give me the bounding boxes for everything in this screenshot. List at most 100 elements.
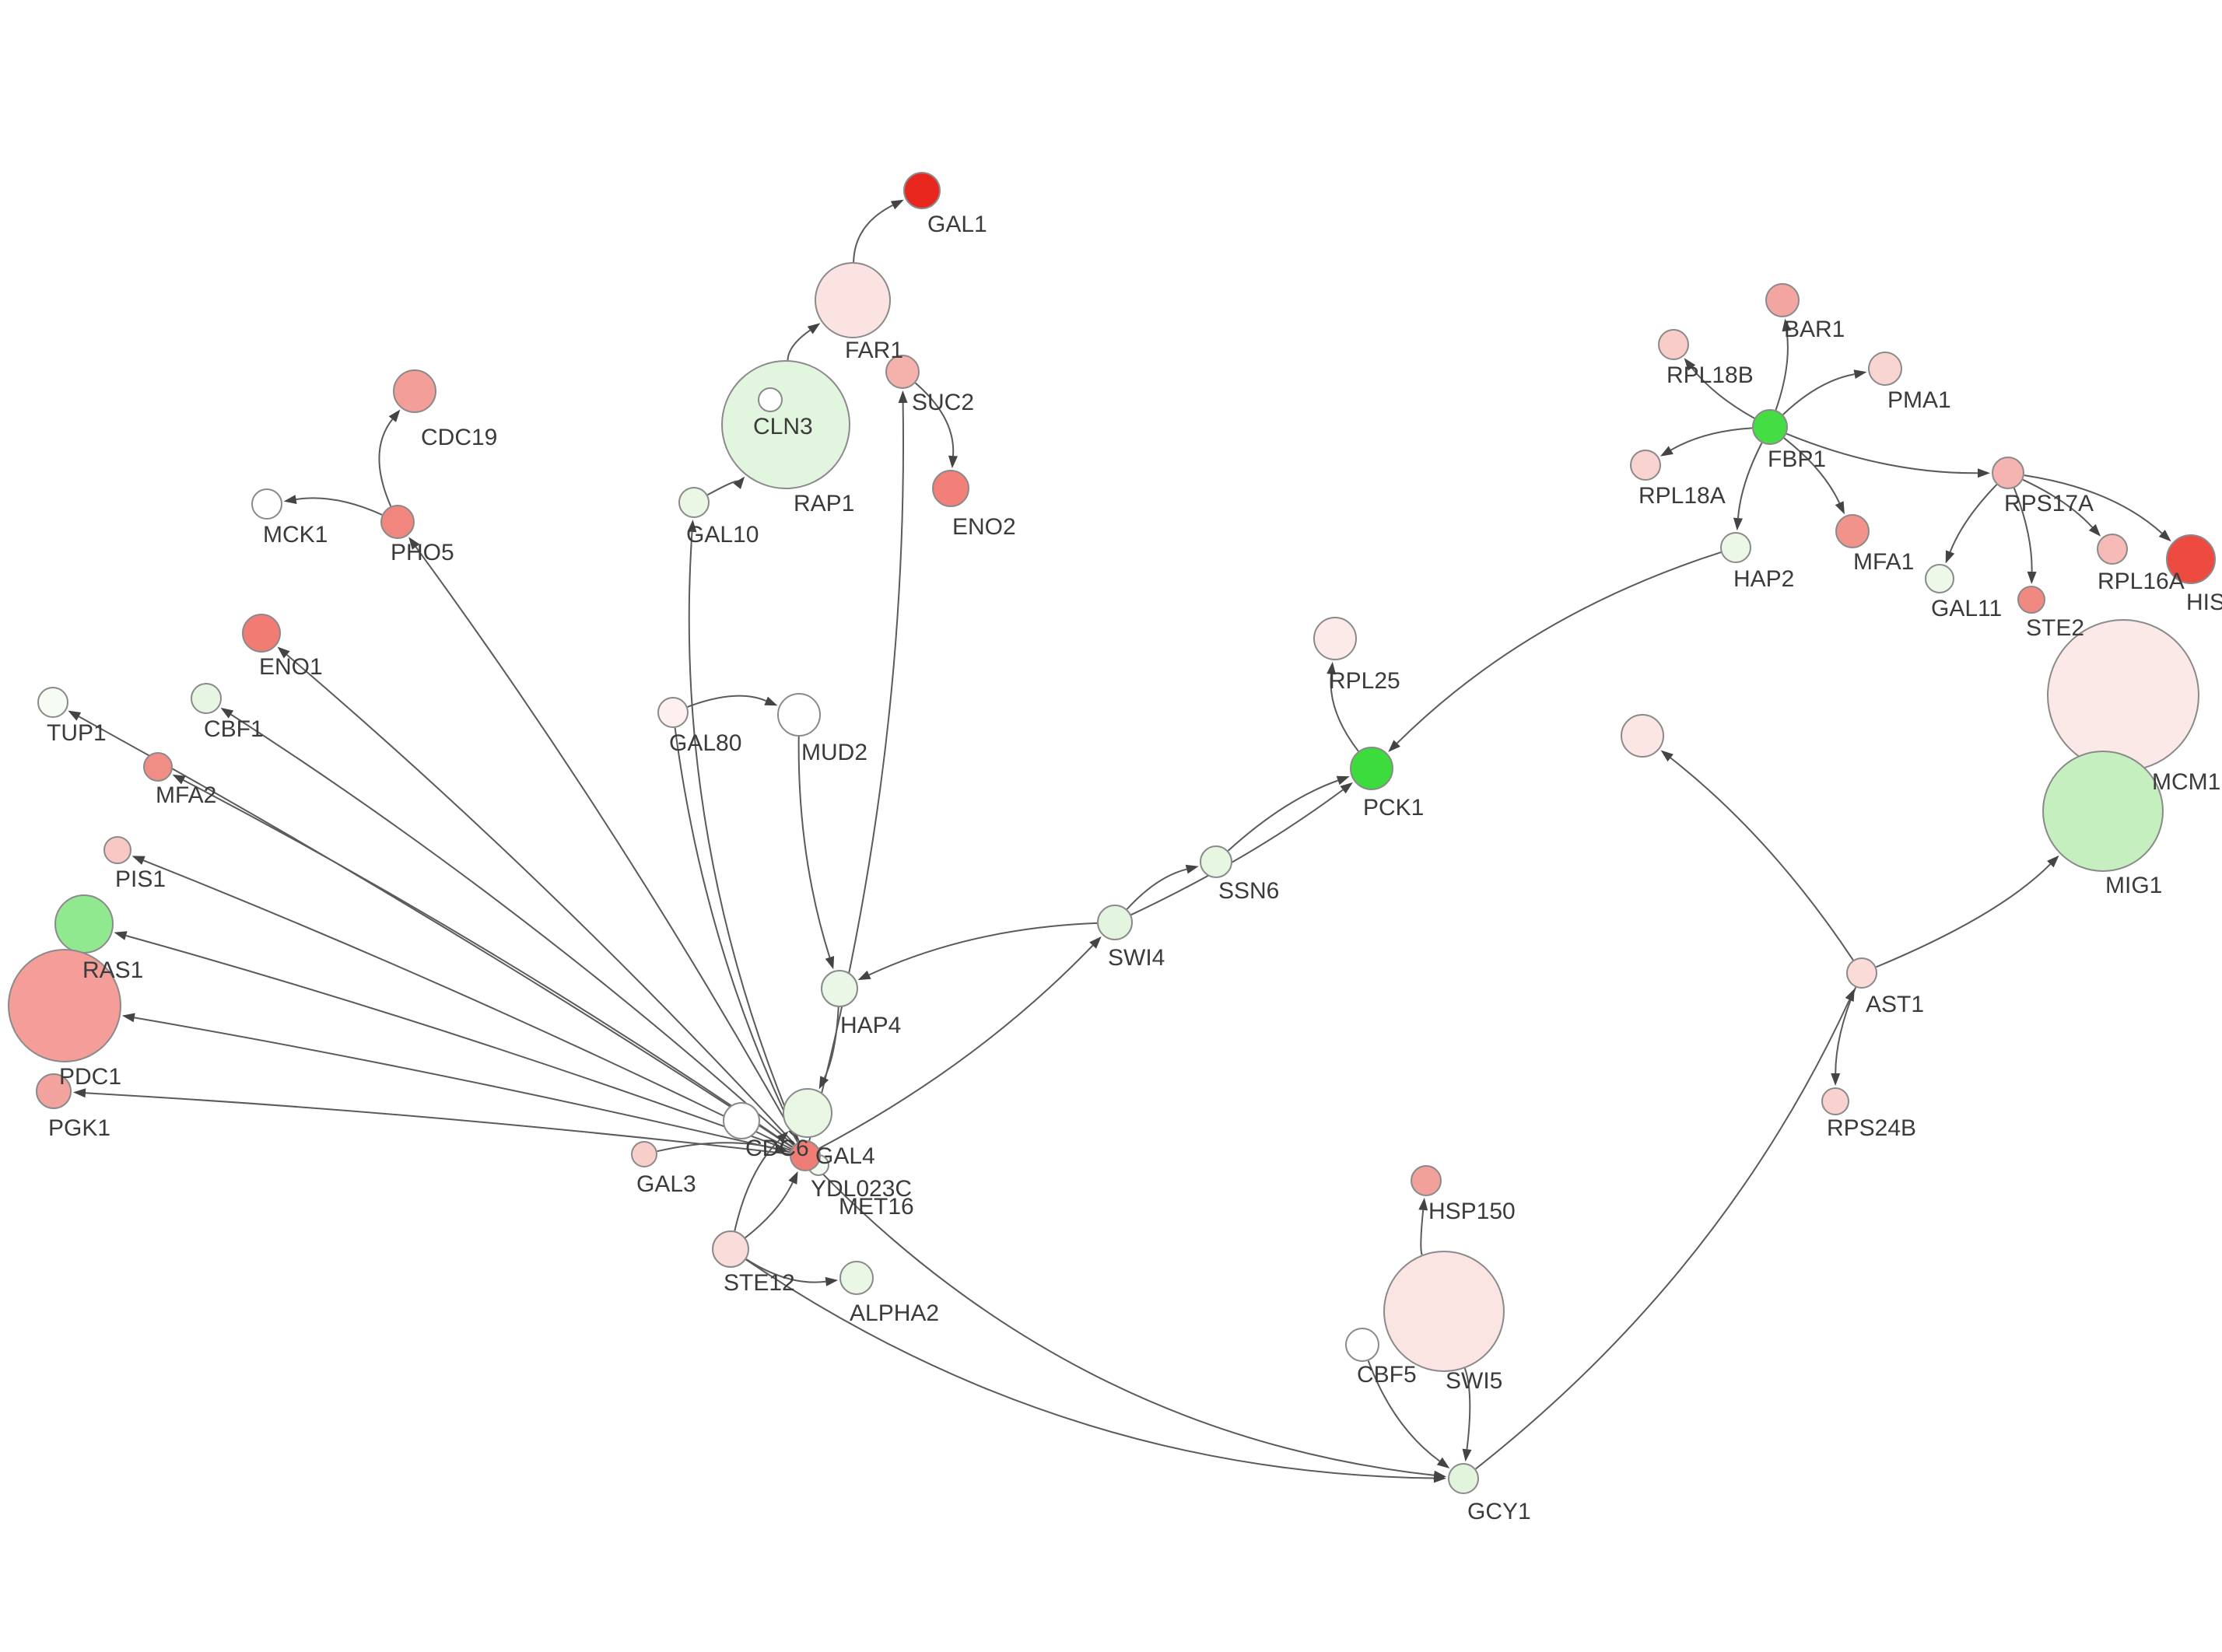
edge-SWI4-SSN6[interactable] (1126, 864, 1199, 910)
node-RPL25[interactable] (1313, 617, 1357, 660)
edge-line[interactable] (183, 779, 794, 1148)
node-PDC1[interactable] (8, 949, 121, 1062)
edge-line[interactable] (78, 716, 793, 1148)
edge-FBP1-MFA1[interactable] (1783, 437, 1845, 515)
edge-line[interactable] (734, 1139, 780, 1231)
edge-GAL4-PDC1[interactable] (121, 1013, 790, 1153)
edge-line[interactable] (914, 382, 955, 457)
edge-line[interactable] (1876, 863, 2052, 968)
edge-line[interactable] (1126, 868, 1187, 910)
edge-GAL4-ENO1[interactable] (277, 646, 796, 1145)
node-STE2[interactable] (2017, 586, 2045, 614)
edge-GAL4-PHO5[interactable] (408, 537, 799, 1143)
edge-line[interactable] (688, 531, 801, 1142)
edge-HAP2-PCK1[interactable] (1388, 551, 1722, 752)
edge-line[interactable] (1670, 757, 1854, 961)
edge-line[interactable] (1463, 1367, 1471, 1450)
edge-GAL80-GAL4[interactable] (674, 727, 798, 1141)
node-MCM1[interactable] (2047, 619, 2199, 772)
edge-line[interactable] (1227, 779, 1339, 852)
node-SSN6[interactable] (1200, 845, 1232, 878)
node-RPL18A[interactable] (1630, 450, 1661, 481)
edge-line[interactable] (1475, 999, 1851, 1470)
edge-line[interactable] (674, 727, 794, 1130)
edge-line[interactable] (378, 418, 394, 507)
node-GCY1[interactable] (1448, 1463, 1479, 1494)
node-MCK1[interactable] (251, 488, 282, 520)
node-PGK1[interactable] (36, 1073, 72, 1109)
node-FBP1[interactable] (1752, 409, 1788, 445)
edge-AST1-NODE1[interactable] (1660, 750, 1854, 961)
edge-AST1-RPS24B[interactable] (1831, 987, 1857, 1086)
node-RPL18B[interactable] (1658, 329, 1689, 360)
edge-GAL4-RAS1[interactable] (114, 931, 791, 1152)
node-GAL10[interactable] (678, 487, 710, 518)
edge-line[interactable] (143, 859, 792, 1150)
edge-line[interactable] (1130, 789, 1344, 916)
edge-line[interactable] (2024, 474, 2163, 534)
node-MUD2[interactable] (777, 693, 821, 737)
edge-SWI4-HAP4[interactable] (857, 922, 1098, 981)
edge-STE12-GCY1[interactable] (745, 1258, 1446, 1483)
edge-line[interactable] (1670, 427, 1753, 451)
edge-line[interactable] (1420, 1209, 1425, 1255)
node-TUP1[interactable] (37, 687, 68, 718)
edge-line[interactable] (1786, 432, 1978, 474)
node-RAS1[interactable] (54, 894, 114, 954)
edge-GAL4-CBF1[interactable] (220, 707, 794, 1146)
edge-FBP1-BAR1[interactable] (1775, 318, 1792, 411)
node-RPS24B[interactable] (1821, 1087, 1849, 1115)
edge-line[interactable] (1691, 367, 1755, 419)
edge-line[interactable] (125, 935, 791, 1152)
edge-line[interactable] (1782, 373, 1855, 415)
edge-PCK1-RPL25[interactable] (1327, 661, 1359, 752)
edge-FBP1-RPL18A[interactable] (1660, 427, 1753, 457)
edge-line[interactable] (657, 1142, 777, 1153)
edge-line[interactable] (85, 1092, 790, 1155)
edge-line[interactable] (2022, 478, 2094, 528)
edge-line[interactable] (823, 1006, 839, 1079)
node-GAL1[interactable] (903, 172, 941, 209)
edge-GAL10-CLN3[interactable] (707, 476, 745, 496)
node-HSP150[interactable] (1411, 1165, 1442, 1196)
edge-PHO5-MCK1[interactable] (283, 495, 383, 516)
node-HAP2[interactable] (1720, 532, 1751, 563)
edge-GAL80-MUD2[interactable] (687, 695, 778, 708)
node-GAL4[interactable] (790, 1140, 821, 1171)
edge-SWI5-HSP150[interactable] (1418, 1197, 1428, 1255)
node-PHO5[interactable] (380, 505, 415, 539)
edge-line[interactable] (1783, 437, 1841, 504)
node-CDC6[interactable] (723, 1102, 760, 1139)
node-HIS4[interactable] (2166, 534, 2216, 584)
edge-line[interactable] (745, 1258, 1435, 1479)
edge-FAR1-GAL1[interactable] (853, 199, 904, 263)
node-ENO1[interactable] (242, 614, 281, 653)
edge-GAL3-GAL4[interactable] (657, 1142, 789, 1153)
edge-GAL4-PGK1[interactable] (73, 1088, 790, 1155)
node-HAP4[interactable] (821, 970, 858, 1007)
edge-GAL4-GAL10[interactable] (687, 520, 801, 1142)
node-PIS1[interactable] (103, 836, 131, 864)
node-GAL11[interactable] (1925, 564, 1954, 593)
edge-RPS17A-STE2[interactable] (2013, 488, 2037, 585)
edge-line[interactable] (1775, 331, 1789, 411)
edge-RPS17A-RPL16A[interactable] (2022, 478, 2101, 537)
edge-line[interactable] (818, 944, 1094, 1150)
edge-line[interactable] (296, 497, 383, 516)
edge-line[interactable] (134, 1017, 790, 1153)
edge-HAP4-YDL023C[interactable] (818, 1006, 839, 1090)
edge-line[interactable] (1330, 674, 1359, 752)
node-CDC19[interactable] (393, 369, 436, 413)
edge-MUD2-HAP4[interactable] (797, 736, 835, 970)
edge-GAL4-TUP1[interactable] (68, 710, 793, 1148)
node-CLN3[interactable] (721, 360, 850, 489)
edge-line[interactable] (868, 922, 1098, 976)
node-SUC2[interactable] (885, 355, 920, 389)
node-YDL023C[interactable] (783, 1088, 832, 1138)
edge-line[interactable] (787, 329, 811, 361)
node-CBF1[interactable] (191, 683, 222, 714)
edge-FBP1-PMA1[interactable] (1782, 369, 1867, 415)
node-RAP1[interactable] (758, 387, 783, 412)
